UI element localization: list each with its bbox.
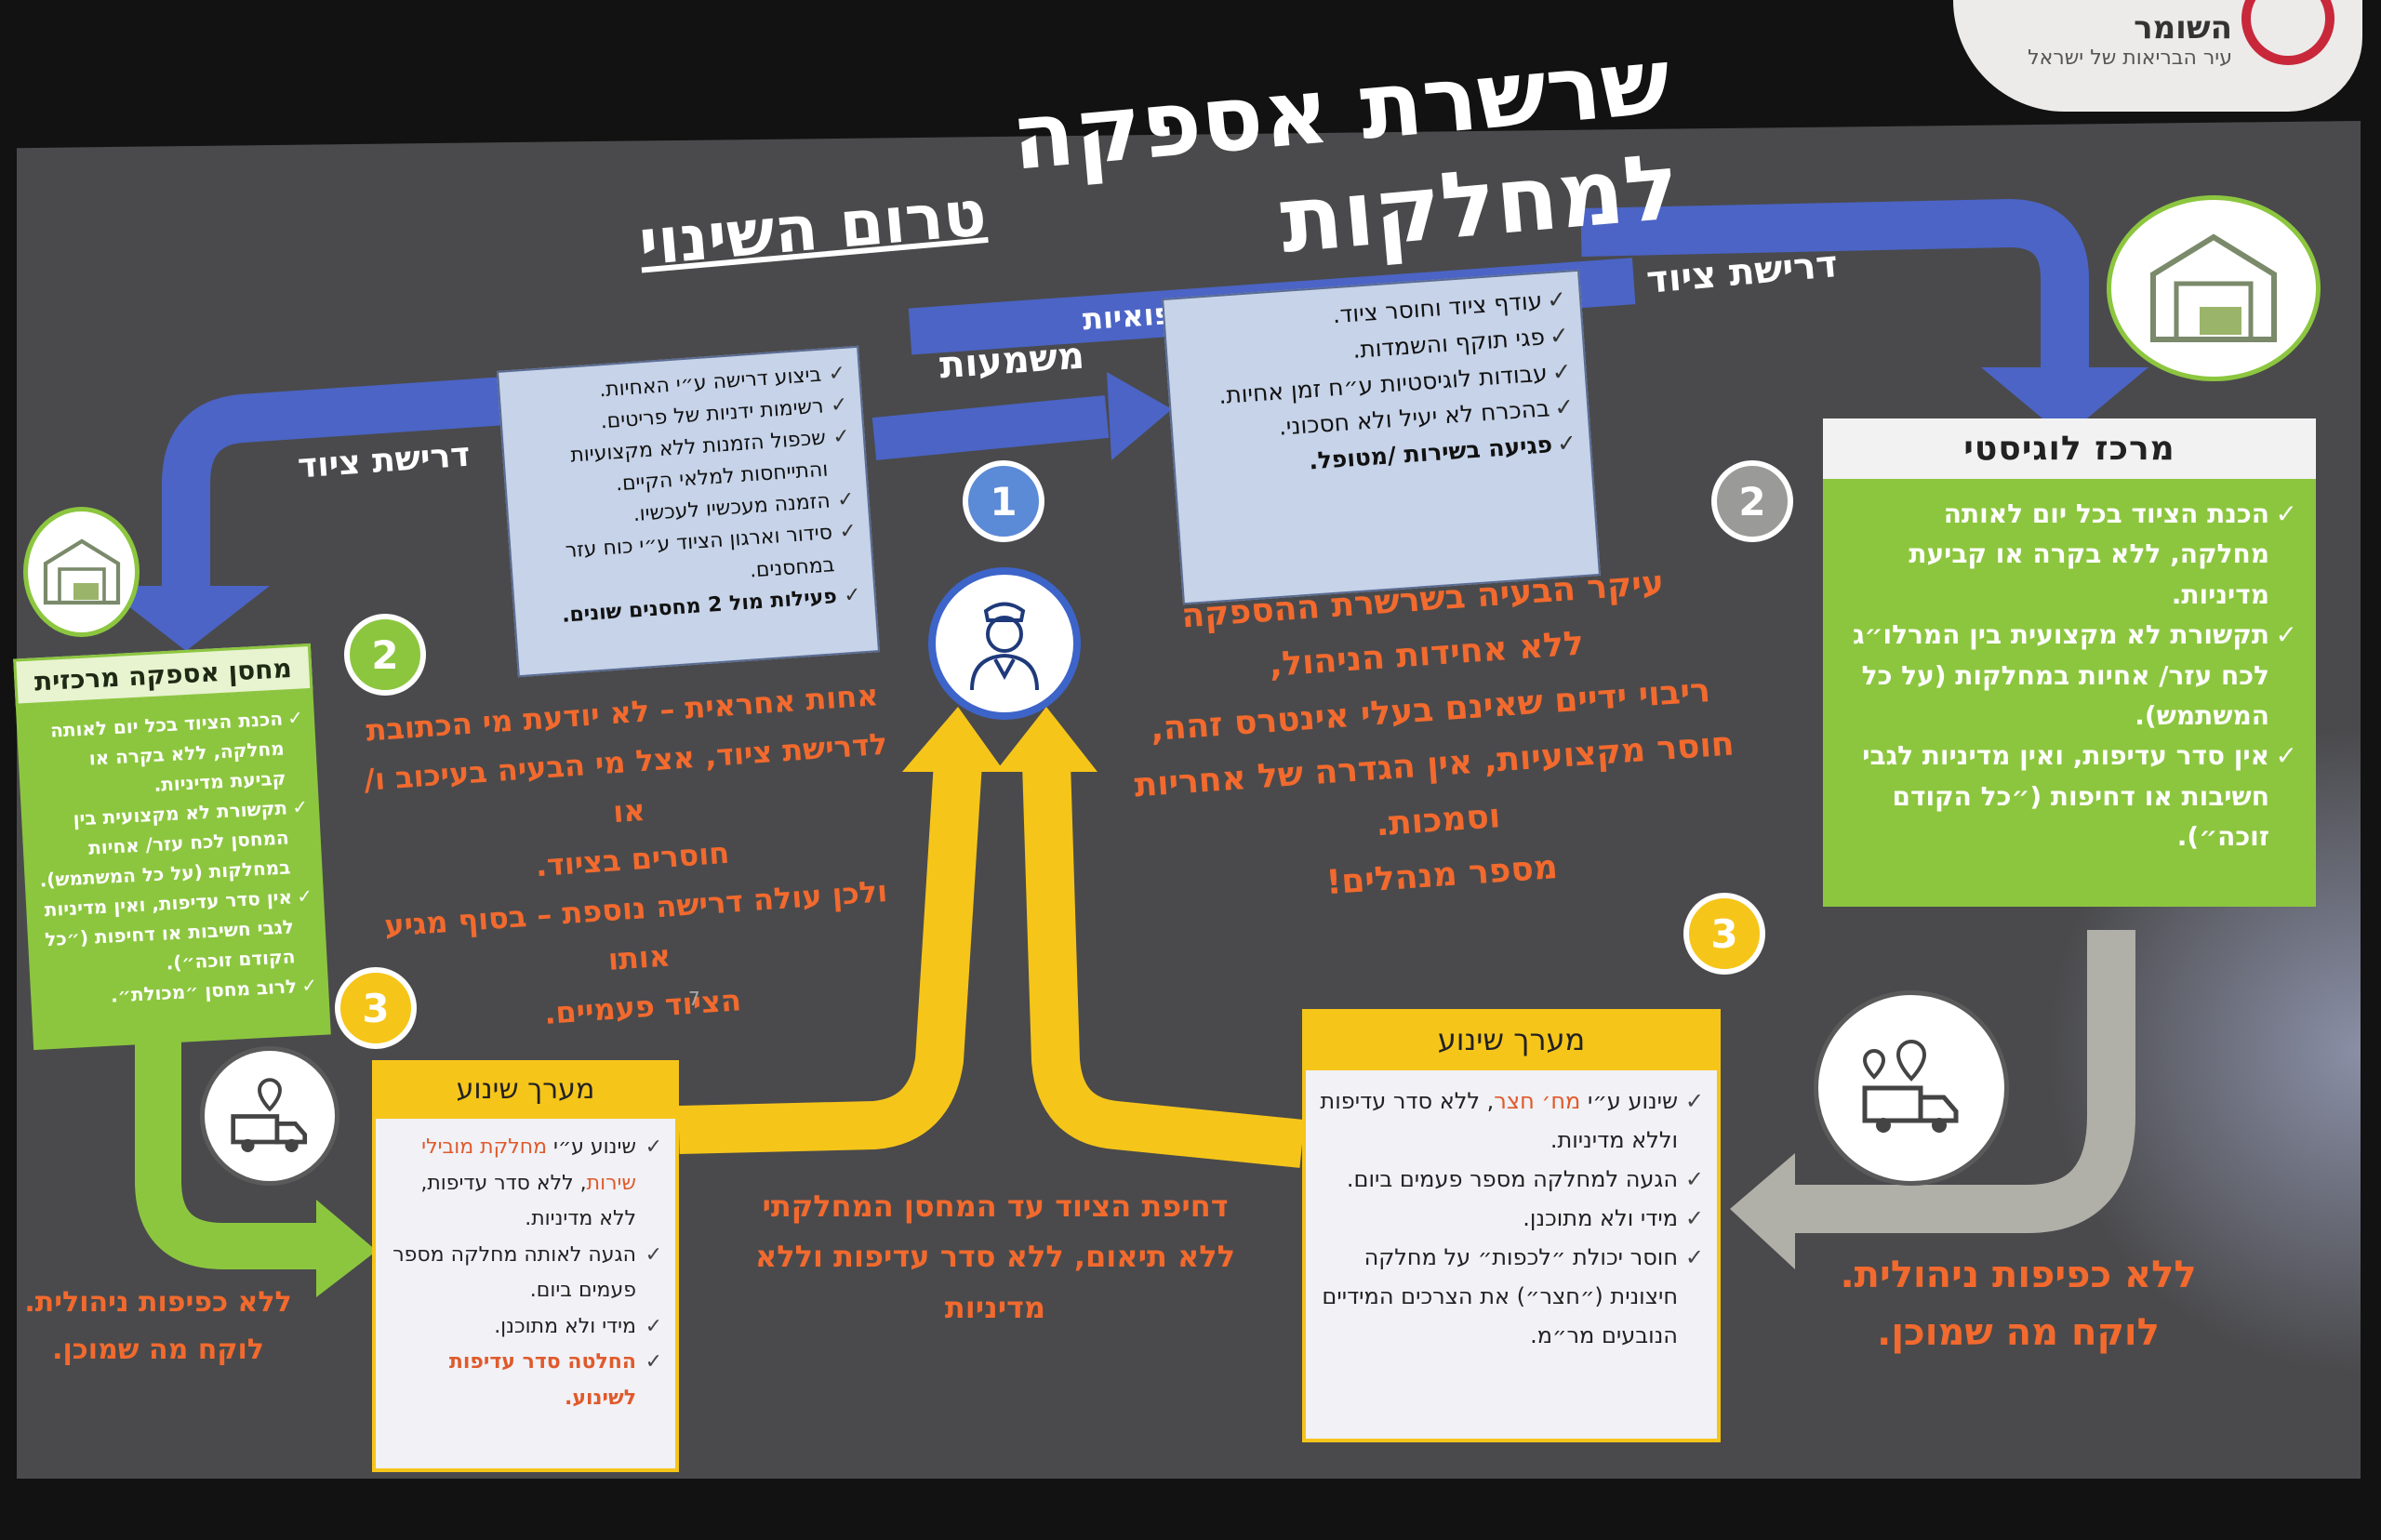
transport-left-header: מערך שינוע (372, 1060, 679, 1119)
arrow-blue-left-head (102, 586, 270, 651)
delivery-truck-small-icon (200, 1046, 339, 1186)
logistics-item: הכנת הציוד בכל יום לאותה מחלקה, ללא בקרה… (1842, 494, 2297, 615)
arrow-blue-left (162, 376, 523, 586)
arrow-yellow-right (1022, 762, 1305, 1168)
arrow-yellow-left-head (902, 707, 1004, 772)
nurse-note: אחות אחראית – לא יודעת מי הכתובת לדרישת … (342, 670, 923, 1052)
arrow-meaning (871, 395, 1110, 460)
departments-right-list: עודף ציוד וחוסר ציוד. פגי תוקף והשמדות. … (1162, 269, 1601, 605)
logistics-item: תקשורת לא מקצועית בין המרלו״ג לכח עזר/ א… (1842, 615, 2297, 736)
warehouse-item: הכנת הציוד בכל יום לאותה מחלקה, ללא בקרה… (27, 702, 307, 805)
arrow-yellow-left (678, 761, 982, 1154)
transport-left-item: החלטה סדר עדיפות לשינוע. (389, 1345, 662, 1416)
logo-name: השומר (2134, 9, 2232, 46)
warehouse-small-icon (23, 507, 140, 637)
transport-right-item: מידי ולא מתוכנן. (1319, 1199, 1704, 1238)
badge-two-left: 2 (344, 614, 426, 696)
push-note-line: ללא תיאום, ללא סדר עדיפות וללא (755, 1239, 1235, 1275)
push-note-line: מדיניות (944, 1289, 1046, 1325)
slide-number: 7 (688, 988, 700, 1010)
transport-left-item: מידי ולא מתוכנן. (389, 1309, 662, 1346)
hospital-logo: השומר עיר הבריאות של ישראל (1953, 0, 2362, 112)
transport-left-item: הגעה לאותה מחלקה מספר פעמים ביום. (389, 1238, 662, 1309)
no-mgmt-line: לוקח מה שמוכן. (52, 1334, 264, 1366)
delivery-truck-icon (1814, 990, 2009, 1186)
logistics-center-list: הכנת הציוד בכל יום לאותה מחלקה, ללא בקרה… (1823, 479, 2316, 907)
transport-right-list: שינוע ע״י מח׳ חצר, ללא סדר עדיפות וללא מ… (1302, 1070, 1721, 1442)
arrow-blue-top (1580, 198, 2089, 372)
transport-right-item: שינוע ע״י מח׳ חצר, ללא סדר עדיפות וללא מ… (1319, 1082, 1704, 1160)
central-warehouse-list: הכנת הציוד בכל יום לאותה מחלקה, ללא בקרה… (15, 690, 331, 1051)
no-management-right: ללא כפיפות ניהולית. לוקח מה שמוכן. (1823, 1246, 2214, 1361)
badge-two-right: 2 (1711, 460, 1793, 542)
logo-tagline: עיר הבריאות של ישראל (2028, 46, 2232, 70)
transport-left: מערך שינוע שינוע ע״י מחלקת מובילי שירות,… (372, 1060, 679, 1472)
transport-left-item: שינוע ע״י מחלקת מובילי שירות, ללא סדר עד… (389, 1130, 662, 1238)
no-mgmt-line: ללא כפיפות ניהולית. (1840, 1254, 2197, 1296)
badge-three-left: 3 (335, 967, 417, 1049)
logistics-center: מרכז לוגיסטי הכנת הציוד בכל יום לאותה מח… (1823, 418, 2316, 907)
no-mgmt-line: ללא כפיפות ניהולית. (24, 1286, 292, 1319)
arrow-green (135, 1032, 316, 1269)
center-problem: עיקר הבעיה בשרשרת ההספקה ללא אחידות הניה… (1068, 548, 1796, 927)
arrow-meaning-head (1107, 372, 1172, 460)
logo-mark-icon (2241, 0, 2334, 65)
arrow-yellow-right-head (995, 707, 1097, 772)
arrow-blue-top-head (1981, 367, 2148, 437)
transport-right-item: חוסר יכולת ״לכפות״ על מחלקה חיצונית (״חצ… (1319, 1238, 1704, 1355)
logistics-item: אין סדר עדיפות, ואין מדיניות לגבי חשיבות… (1842, 736, 2297, 856)
badge-one: 1 (963, 460, 1044, 542)
logistics-center-header: מרכז לוגיסטי (1823, 418, 2316, 479)
push-note-line: דחיפת הציוד עד המחסן המחלקתי (762, 1188, 1229, 1224)
arrow-gray (1795, 930, 2135, 1233)
central-warehouse: מחסן אספקה מרכזית הכנת הציוד בכל יום לאו… (13, 643, 331, 1051)
arrow-gray-head (1730, 1153, 1795, 1269)
transport-right-header: מערך שינוע (1302, 1009, 1721, 1070)
badge-three-right: 3 (1683, 893, 1765, 975)
nurse-icon (928, 567, 1081, 720)
warehouse-item: אין סדר עדיפות, ואין מדיניות לגבי חשיבות… (37, 881, 317, 984)
arrow-green-head (316, 1200, 377, 1297)
no-management-left: ללא כפיפות ניהולית. לוקח מה שמוכן. (19, 1279, 298, 1374)
transport-left-list: שינוע ע״י מחלקת מובילי שירות, ללא סדר עד… (372, 1119, 679, 1472)
departments-left-list: ביצוע דרישה ע״י האחיות. רשימות ידניות של… (496, 345, 881, 678)
warehouse-item: תקשורת לא מקצועית בין המחסן לכח עזר/ אחי… (33, 791, 313, 895)
warehouse-icon (2107, 195, 2321, 381)
transport-right: מערך שינוע שינוע ע״י מח׳ חצר, ללא סדר עד… (1302, 1009, 1721, 1442)
no-mgmt-line: לוקח מה שמוכן. (1877, 1311, 2160, 1354)
push-note: דחיפת הציוד עד המחסן המחלקתי ללא תיאום, … (716, 1181, 1274, 1333)
transport-right-item: הגעה למחלקה מספר פעמים ביום. (1319, 1160, 1704, 1199)
